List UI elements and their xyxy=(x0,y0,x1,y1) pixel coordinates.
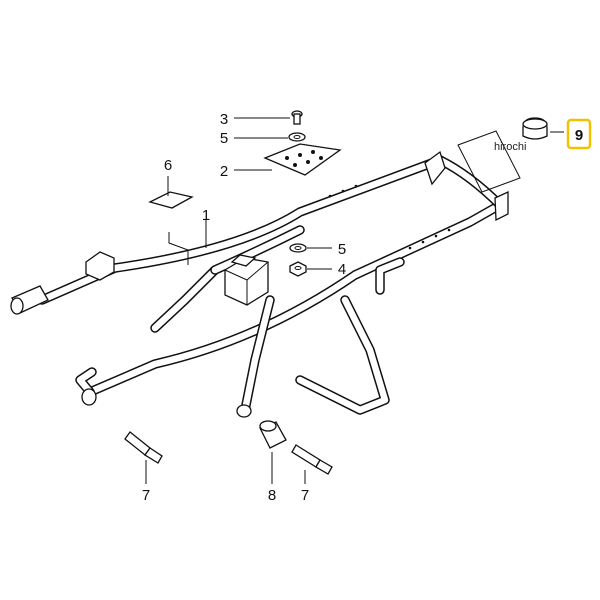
center-bracket xyxy=(224,254,269,306)
rear-frame xyxy=(37,155,505,415)
guide-lines xyxy=(168,130,521,265)
callout-5-top: 5 xyxy=(220,130,228,147)
part-7-bolt-left xyxy=(124,431,163,464)
callout-4: 4 xyxy=(338,261,346,278)
part-6-pad xyxy=(148,191,194,209)
part-8-spacer xyxy=(259,420,287,449)
callout-1: 1 xyxy=(202,207,210,224)
callout-5-mid: 5 xyxy=(338,241,346,258)
callout-7-left: 7 xyxy=(142,487,150,504)
part-5-washer-top xyxy=(288,132,306,142)
callout-8: 8 xyxy=(268,487,276,504)
callout-9: 9 xyxy=(575,127,583,144)
part-3-screw xyxy=(291,110,303,125)
watermark: hirochi xyxy=(494,141,526,153)
callout-7-right: 7 xyxy=(301,487,309,504)
callout-6: 6 xyxy=(164,157,172,174)
callout-3: 3 xyxy=(220,111,228,128)
part-2-plate xyxy=(263,143,342,176)
part-7-bolt-right xyxy=(291,444,333,475)
part-4-nut xyxy=(289,261,307,277)
leader-lines xyxy=(145,117,564,484)
part-5-washer-mid xyxy=(289,243,307,253)
callout-9-highlight-box xyxy=(566,118,592,150)
part-9-rubber-cap xyxy=(522,117,548,140)
frame-mounts xyxy=(10,150,509,418)
frame-holes xyxy=(328,184,451,250)
callout-2: 2 xyxy=(220,163,228,180)
